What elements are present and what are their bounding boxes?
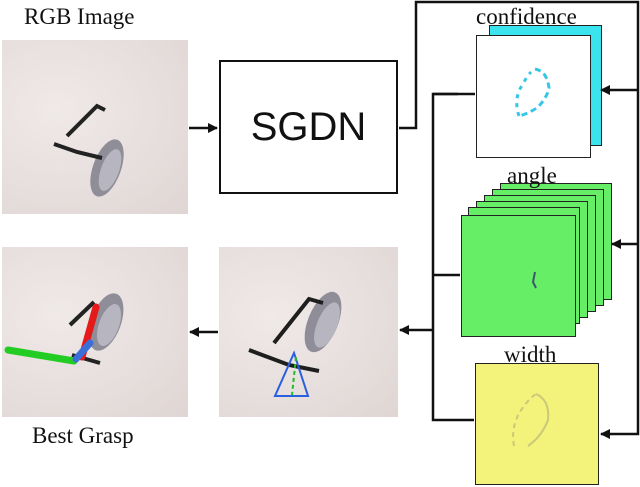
line-left-collector xyxy=(431,92,474,422)
sunglasses-output-drawing xyxy=(4,293,124,365)
angle-label: angle xyxy=(507,163,557,188)
sgdn-label: SGDN xyxy=(250,104,367,149)
angle-map-pattern xyxy=(531,271,537,289)
confidence-label: confidence xyxy=(476,4,577,29)
angle-map xyxy=(461,215,576,337)
sgdn-network-block: SGDN xyxy=(219,60,398,194)
width-map xyxy=(475,363,599,485)
sunglasses-input-drawing xyxy=(53,103,124,197)
confidence-map-pattern xyxy=(515,67,551,118)
input-image-label: RGB Image xyxy=(24,4,135,29)
best-grasp-label: Best Grasp xyxy=(32,423,134,448)
confidence-map xyxy=(476,35,591,158)
grasp-candidate-image xyxy=(219,247,398,417)
best-grasp-image xyxy=(2,247,188,417)
width-label: width xyxy=(504,342,557,367)
rgb-input-image xyxy=(2,40,188,214)
width-map-pattern xyxy=(512,393,550,447)
line-sgdn-to-bus xyxy=(399,0,640,439)
sunglasses-mid-drawing xyxy=(248,291,342,397)
